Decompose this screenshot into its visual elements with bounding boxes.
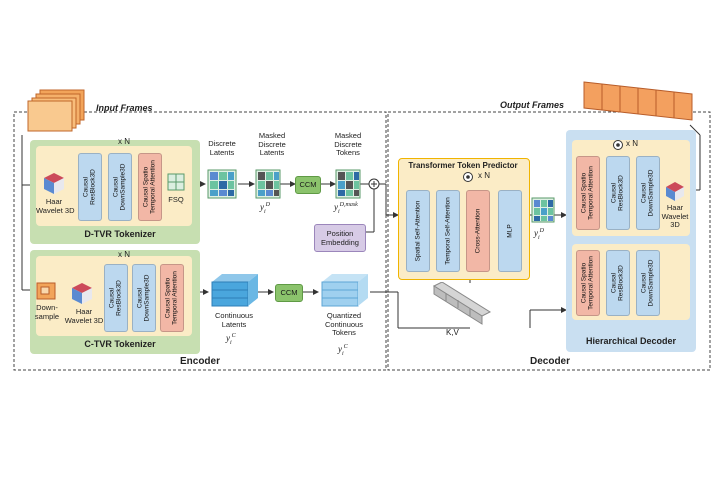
downsample-icon <box>36 282 56 300</box>
input-frames-label: Input Frames <box>96 103 153 113</box>
masked-latents-cube-icon <box>254 168 282 200</box>
dec-top-attention-label: Causal Spatio Temporal Attention <box>580 166 595 220</box>
y-c-symbol: yiC <box>226 333 236 346</box>
y-d-symbol: yiD <box>260 202 271 215</box>
c-attention-label: Causal Spatio Temporal Attention <box>164 271 179 325</box>
d-haar-label: Haar Wavelet 3D <box>36 197 75 215</box>
dec-top-resblock: Causal ResBlock3D <box>606 156 630 230</box>
yhat-c-symbol: yiC <box>338 344 348 357</box>
c-resblock: Causal ResBlock3D <box>104 264 128 332</box>
predicted-tokens-cube-icon <box>530 196 556 224</box>
mlp-block: MLP <box>498 190 522 272</box>
fsq-label: FSQ <box>168 195 184 204</box>
y-d-mask-symbol: yiD,mask <box>334 202 358 215</box>
kv-token-bar-icon <box>432 281 492 326</box>
quantized-tokens-label: Quantized Continuous Tokens <box>325 311 363 338</box>
c-tvr-title: C-TVR Tokenizer <box>84 339 156 349</box>
continuous-latents-icon <box>210 272 260 308</box>
ccm-block-2: CCM <box>275 284 303 302</box>
c-attention: Causal Spatio Temporal Attention <box>160 264 184 332</box>
hierarchical-decoder-title: Hierarchical Decoder <box>585 336 677 346</box>
dec-bottom-resblock-label: Causal ResBlock3D <box>610 265 625 301</box>
decoder-repeat-label: x N <box>626 139 638 148</box>
ccm-block-1: CCM <box>295 176 321 194</box>
decoder-dashed-box <box>387 111 711 371</box>
cross-attention-label: Cross-Attention <box>474 208 482 254</box>
d-attention-label: Causal Spatio Temporal Attention <box>142 160 157 214</box>
dec-haar-label: Haar Wavelet 3D <box>661 203 689 230</box>
transformer-title: Transformer Token Predictor <box>408 161 518 170</box>
spatial-self-attention-block: Spatial Self-Attention <box>406 190 430 272</box>
yhat-d-symbol: yiD <box>534 228 545 241</box>
d-tvr-title: D-TVR Tokenizer <box>84 229 156 239</box>
c-downsample-block-label: Causal DownSample3D <box>136 274 151 322</box>
mlp-label: MLP <box>506 224 514 238</box>
dec-bottom-downsample-label: Causal DownSample3D <box>640 259 655 307</box>
dec-bottom-attention-label: Causal Spatio Temporal Attention <box>580 256 595 310</box>
d-downsample: Causal DownSample3D <box>108 153 132 221</box>
discrete-latents-cube-icon <box>206 168 238 200</box>
c-repeat-label: x N <box>118 250 130 259</box>
fsq-cube-icon <box>166 172 186 192</box>
masked-discrete-latents-label: Masked Discrete Latents <box>258 131 286 158</box>
masked-discrete-tokens-label: Masked Discrete Tokens <box>334 131 362 158</box>
dec-bottom-resblock: Causal ResBlock3D <box>606 250 630 316</box>
dec-bottom-downsample: Causal DownSample3D <box>636 250 660 316</box>
dec-haar-cube-icon <box>662 180 688 202</box>
encoder-label: Encoder <box>179 356 220 367</box>
masked-tokens-cube-icon <box>334 168 362 200</box>
decoder-gear-icon <box>612 138 624 150</box>
d-resblock-label: Causal ResBlock3D <box>82 169 97 205</box>
c-haar-cube-icon <box>66 280 98 306</box>
dec-top-downsample: Causal DownSample3D <box>636 156 660 230</box>
temporal-self-attention-label: Temporal Self-Attention <box>444 197 452 265</box>
input-frames-stack <box>26 88 90 132</box>
c-haar-label: Haar Wavelet 3D <box>64 307 104 325</box>
output-frames-stack <box>580 80 698 122</box>
discrete-latents-label: Discrete Latents <box>208 139 236 157</box>
d-resblock: Causal ResBlock3D <box>78 153 102 221</box>
d-repeat-label: x N <box>118 137 130 146</box>
transformer-repeat-label: x N <box>478 171 490 180</box>
dec-top-downsample-label: Causal DownSample3D <box>640 169 655 217</box>
d-haar-cube-icon <box>38 170 70 196</box>
c-downsample-label: Down- sample <box>34 303 60 321</box>
dec-bottom-attention: Causal Spatio Temporal Attention <box>576 250 600 316</box>
encoder-dashed-box <box>13 111 387 371</box>
temporal-self-attention-block: Temporal Self-Attention <box>436 190 460 272</box>
cross-attention-block: Cross-Attention <box>466 190 490 272</box>
output-frames-label: Output Frames <box>500 100 565 110</box>
c-downsample: Causal DownSample3D <box>132 264 156 332</box>
d-downsample-label: Causal DownSample3D <box>112 163 127 211</box>
dec-top-attention: Causal Spatio Temporal Attention <box>576 156 600 230</box>
position-embedding-block: Position Embedding <box>314 224 366 252</box>
position-embedding-label: Position Embedding <box>321 229 359 247</box>
d-attention: Causal Spatio Temporal Attention <box>138 153 162 221</box>
continuous-latents-label: Continuous Latents <box>215 311 253 329</box>
gear-icon <box>462 170 474 182</box>
kv-label: K,V <box>446 328 459 337</box>
dec-top-resblock-label: Causal ResBlock3D <box>610 175 625 211</box>
quantized-tokens-icon <box>320 272 370 308</box>
c-resblock-label: Causal ResBlock3D <box>108 280 123 316</box>
decoder-label: Decoder <box>529 356 570 367</box>
spatial-self-attention-label: Spatial Self-Attention <box>414 200 422 262</box>
